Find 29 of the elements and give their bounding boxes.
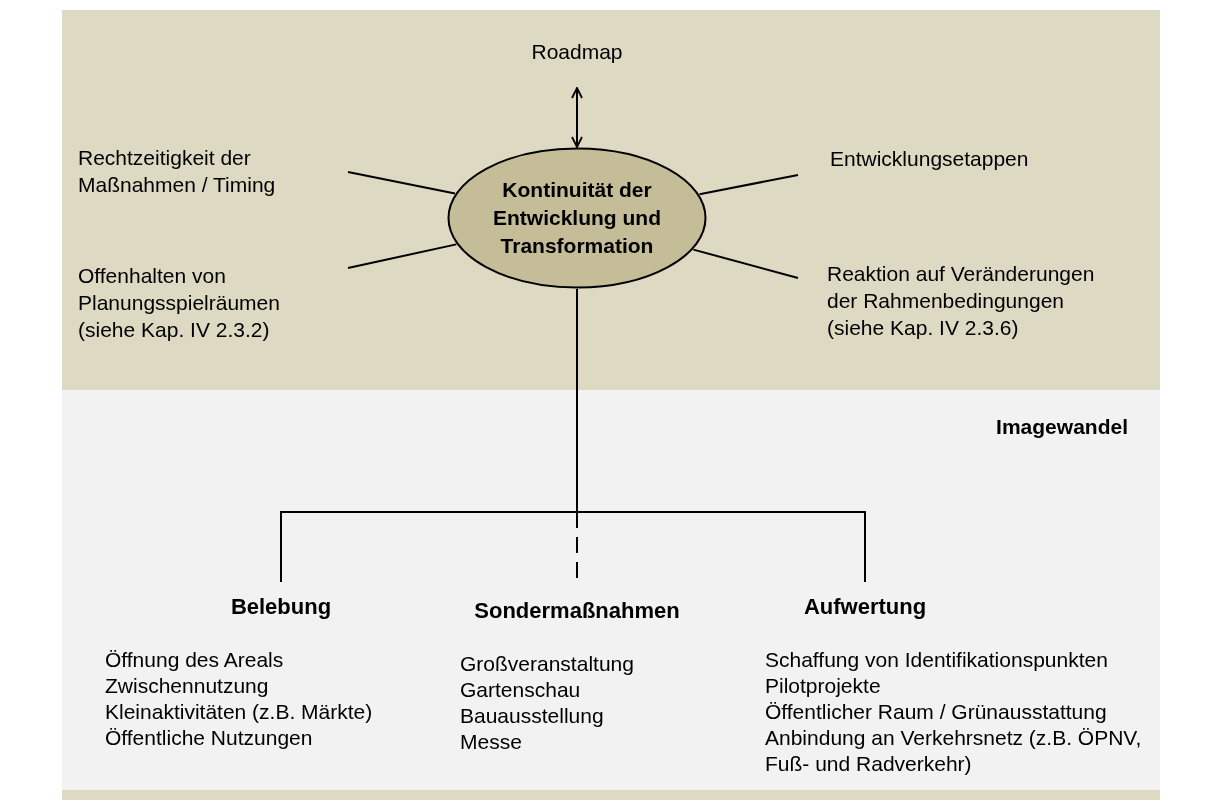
list-item: Kleinaktivitäten (z.B. Märkte) (105, 699, 374, 725)
text-label: Offenhalten von Planungsspielräumen (siehe Kap. IV 2.3.2) (78, 263, 281, 343)
list-item: Öffentliche Nutzungen (105, 725, 314, 751)
list-item: Schaffung von Identifikationspunkten (765, 647, 1109, 673)
ellipse-node (447, 147, 707, 289)
node-title: Kontinuität der Entwicklung und Transformation (492, 177, 662, 259)
double-arrow (571, 87, 583, 148)
connector-line (347, 171, 456, 195)
text-label: Reaktion auf Veränderungen der Rahmenbedingungen (siehe Kap. IV 2.3.6) (827, 261, 1096, 341)
text-label: Roadmap (530, 39, 624, 65)
text-label: Entwicklungsetappen (830, 146, 1030, 172)
list-item: Öffnung des Areals (105, 647, 285, 673)
list-item: Gartenschau (460, 677, 582, 703)
list-item: Pilotprojekte (765, 673, 882, 699)
group-heading: Aufwertung (803, 594, 927, 620)
list-item: Anbindung an Verkehrsnetz (z.B. ÖPNV, Fuß- und Radverkehr) (765, 725, 1143, 777)
list-item: Messe (460, 729, 523, 755)
group-heading: Belebung (230, 594, 332, 620)
list-item: Bauausstellung (460, 703, 605, 729)
list-item: Öffentlicher Raum / Grünausstattung (765, 699, 1108, 725)
list-item: Zwischennutzung (105, 673, 270, 699)
list-item: Großveranstaltung (460, 651, 635, 677)
panel-background (62, 390, 1160, 790)
group-heading: Sondermaßnahmen (474, 598, 680, 624)
connector-line (698, 174, 799, 196)
connector-line (692, 248, 799, 279)
panel-title: Imagewandel (996, 414, 1128, 440)
text-label: Rechtzeitigkeit der Maßnahmen / Timing (78, 145, 277, 198)
connector-line (347, 243, 458, 269)
